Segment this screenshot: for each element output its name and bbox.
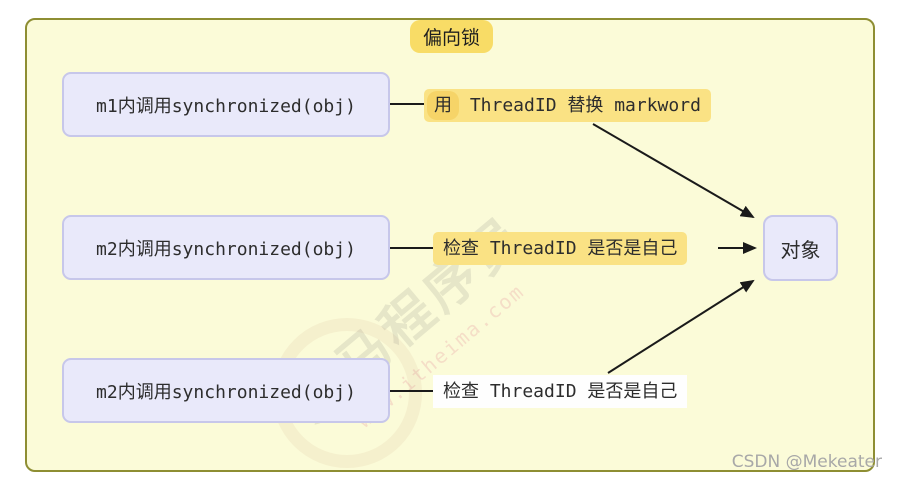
node-m1-synchronized: m1内调用synchronized(obj) — [62, 72, 390, 137]
edge-label-check-threadid-1: 检查 ThreadID 是否是自己 — [433, 232, 688, 265]
node-object-label: 对象 — [780, 237, 821, 262]
diagram-title: 偏向锁 — [410, 20, 494, 53]
node-m2-label-1: m2内调用synchronized(obj) — [96, 238, 356, 260]
watermark-credit: CSDN @Mekeater — [731, 452, 882, 472]
node-m1-label: m1内调用synchronized(obj) — [96, 95, 356, 117]
edge-label-replace-markword: 用 ThreadID 替换 markword — [424, 89, 711, 122]
edge-label-rest: ThreadID 替换 markword — [459, 95, 701, 116]
edge-label-head: 用 — [427, 91, 459, 120]
node-m2-synchronized-1: m2内调用synchronized(obj) — [62, 215, 390, 280]
node-object: 对象 — [763, 215, 838, 281]
edge-label-check-threadid-2: 检查 ThreadID 是否是自己 — [433, 375, 688, 408]
node-m2-label-2: m2内调用synchronized(obj) — [96, 381, 356, 403]
node-m2-synchronized-2: m2内调用synchronized(obj) — [62, 358, 390, 423]
